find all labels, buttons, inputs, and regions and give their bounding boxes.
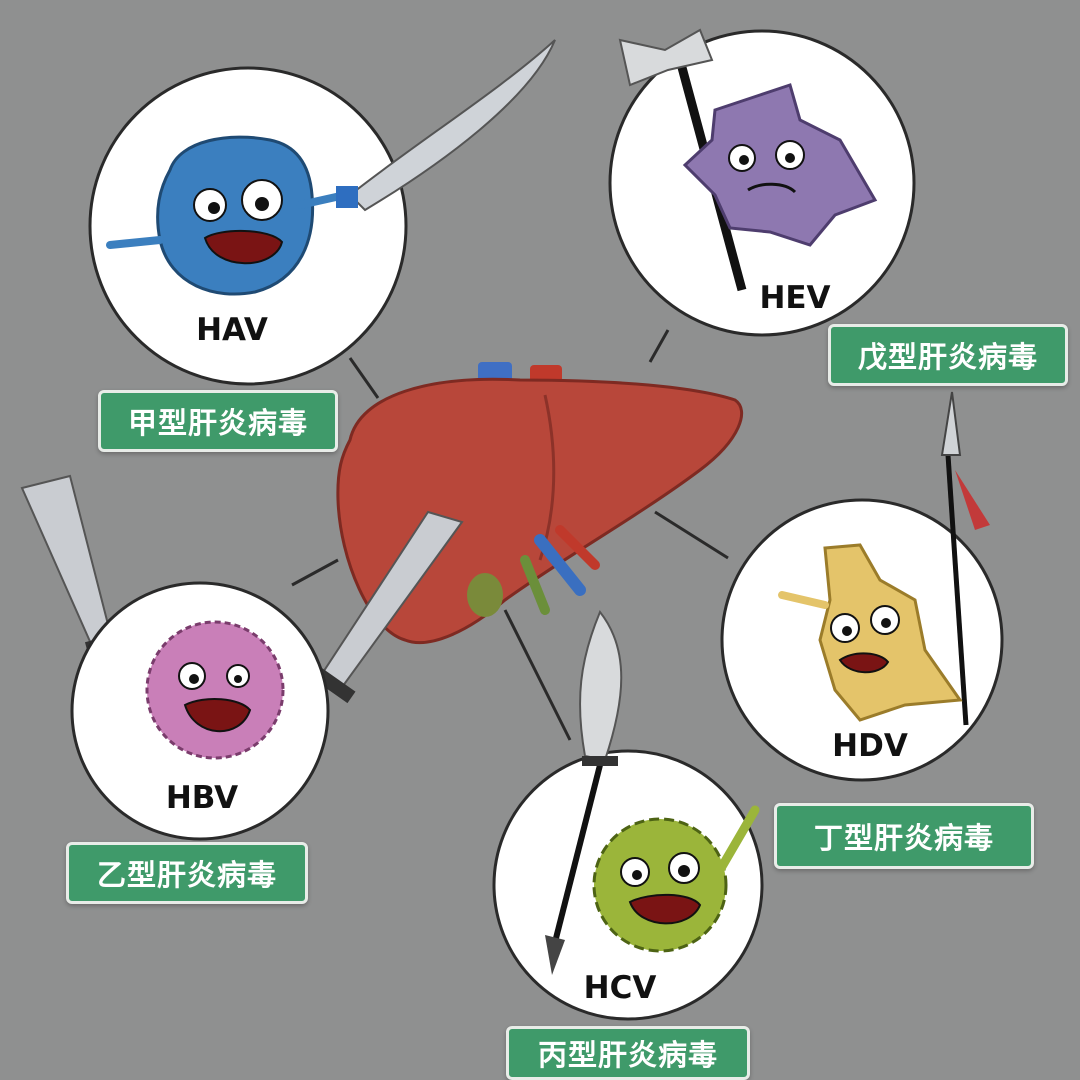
spear-icon xyxy=(940,391,990,726)
hbv-label: 乙型肝炎病毒 xyxy=(66,842,308,904)
hcv-code: HCV xyxy=(583,970,657,1006)
hev-code: HEV xyxy=(759,280,831,316)
hbv-code: HBV xyxy=(165,780,239,816)
hav-code: HAV xyxy=(196,312,268,348)
purple-star-virus-icon xyxy=(682,83,878,247)
hev-label: 戊型肝炎病毒 xyxy=(828,324,1068,386)
yellow-virus-icon xyxy=(778,543,963,722)
hcv-spear-icon xyxy=(545,610,623,975)
connector-hev xyxy=(648,329,670,363)
liver-icon xyxy=(336,362,744,645)
hav-label: 甲型肝炎病毒 xyxy=(98,390,338,452)
pink-fuzzy-virus-icon xyxy=(145,620,285,760)
sword-icon xyxy=(336,39,556,212)
connector-hbv xyxy=(291,558,339,587)
blue-blob-virus-icon xyxy=(106,135,349,296)
connector-hcv xyxy=(503,609,572,741)
connector-hav xyxy=(348,357,380,399)
hdv-label: 丁型肝炎病毒 xyxy=(774,803,1034,869)
hcv-label: 丙型肝炎病毒 xyxy=(506,1026,750,1080)
hdv-code: HDV xyxy=(832,728,908,764)
green-spiky-virus-icon xyxy=(592,805,760,953)
connector-hdv xyxy=(654,510,729,560)
